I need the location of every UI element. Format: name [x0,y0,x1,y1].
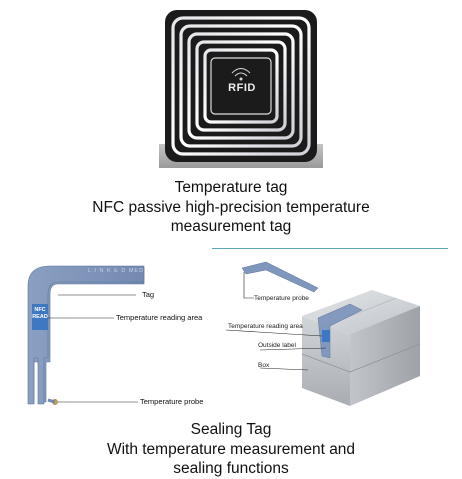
box-callout-box: Box [258,362,270,369]
nfc-label: NFC [34,307,46,313]
caption-title: Sealing Tag [190,421,272,438]
callout-temperature-reading-area: Temperature reading area [116,313,203,322]
nfc-read-label: NFC READ [32,307,48,321]
callout-tag: Tag [142,290,155,299]
box-callout-temperature-probe: Temperature probe [254,295,309,302]
sealing-tag-caption: Sealing Tag With temperature measurement… [0,420,462,479]
sealed-box-diagram: Temperature probe Temperature reading ar… [222,258,458,414]
section-divider [212,248,448,249]
rfid-antenna-graphic [155,2,327,170]
caption-line-2: With temperature measurement and [106,440,356,458]
caption-title: Temperature tag [174,179,288,196]
read-label: READ [32,314,48,320]
tag-brand-text: L I N K E D MED [88,268,145,274]
box-callout-outside-label: Outside label [258,342,296,349]
caption-line-3: sealing functions [173,460,289,477]
box-graphic [225,261,421,406]
rfid-chip-label: RFID [228,82,256,94]
wireless-signal-icon [231,68,251,81]
flat-sealing-tag-diagram: L I N K E D MED NFC READ Tag Temperature… [10,262,210,412]
callout-temperature-probe: Temperature probe [140,397,204,406]
rfid-tag-image: RFID [155,2,327,170]
caption-line-2: NFC passive high-precision temperature [92,198,370,216]
l-shaped-tag-graphic [27,265,145,405]
caption-line-3: measurement tag [170,218,292,235]
temperature-tag-caption: Temperature tag NFC passive high-precisi… [0,178,462,237]
box-callout-temperature-reading-area: Temperature reading area [228,323,303,330]
